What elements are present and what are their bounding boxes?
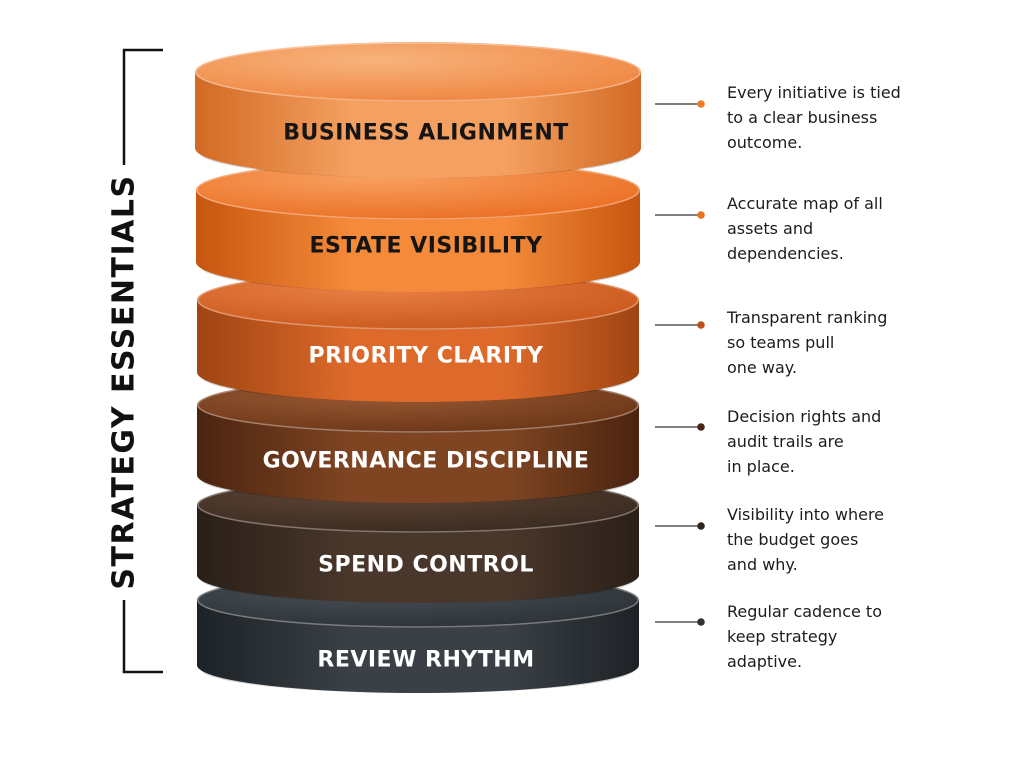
connectors-group [655,100,705,626]
description-line: in place. [727,457,795,476]
bracket-bottom-line [122,600,163,674]
description-line: to a clear business [727,108,878,127]
connector-6 [655,618,705,626]
layer-4: GOVERNANCE DISCIPLINE [197,377,639,503]
description-line: outcome. [727,133,803,152]
layer-description-6: Regular cadence to keep strategy adaptive. [727,599,927,674]
layer-label: BUSINESS ALIGNMENT [283,121,569,146]
description-line: audit trails are [727,432,844,451]
layer-description-1: Every initiative is tied to a clear busin… [727,80,927,155]
description-line: one way. [727,358,798,377]
layer-side [195,72,641,178]
description-line: Decision rights and [727,407,882,426]
connector-3 [655,321,705,329]
layer-1: BUSINESS ALIGNMENT [195,42,641,178]
connector-1 [655,100,705,108]
layer-description-5: Visibility into where the budget goes and … [727,502,927,577]
layer-label: GOVERNANCE DISCIPLINE [263,449,590,474]
description-line: keep strategy [727,627,838,646]
description-line: assets and [727,219,814,238]
description-line: Visibility into where [727,505,885,524]
layers-group: REVIEW RHYTHM SPEND CONTROL GOVERNANCE DIS… [195,42,641,693]
connector-dot [697,423,705,431]
description-line: the budget goes [727,530,859,549]
description-line: adaptive. [727,652,803,671]
layer-description-4: Decision rights and audit trails are in pl… [727,404,927,479]
layer-label: ESTATE VISIBILITY [309,234,543,259]
connector-5 [655,522,705,530]
connector-dot [697,618,705,626]
description-line: Every initiative is tied [727,83,901,102]
layer-top [196,160,640,220]
connector-2 [655,211,705,219]
diagram-title: STRATEGY ESSENTIALS [107,174,142,589]
layer-label: REVIEW RHYTHM [317,648,534,673]
layer-description-3: Transparent ranking so teams pull one way. [727,305,927,380]
connector-dot [697,100,705,108]
description-line: Accurate map of all [727,194,883,213]
description-line: Regular cadence to [727,602,882,621]
layer-label: SPEND CONTROL [318,553,534,578]
description-line: so teams pull [727,333,835,352]
layer-rim [195,42,641,102]
layer-2: ESTATE VISIBILITY [196,160,640,292]
connector-dot [697,522,705,530]
layer-top [195,42,641,102]
description-line: and why. [727,555,798,574]
description-line: Transparent ranking [727,308,888,327]
connector-dot [697,211,705,219]
layer-side [197,505,639,603]
bracket-top-line [122,48,163,165]
layer-side [197,405,639,503]
connector-dot [697,321,705,329]
title-bracket: STRATEGY ESSENTIALS [107,48,163,674]
layer-label: PRIORITY CLARITY [309,344,544,369]
layer-description-2: Accurate map of all assets and dependencie… [727,191,927,266]
description-line: dependencies. [727,244,844,263]
connector-4 [655,423,705,431]
